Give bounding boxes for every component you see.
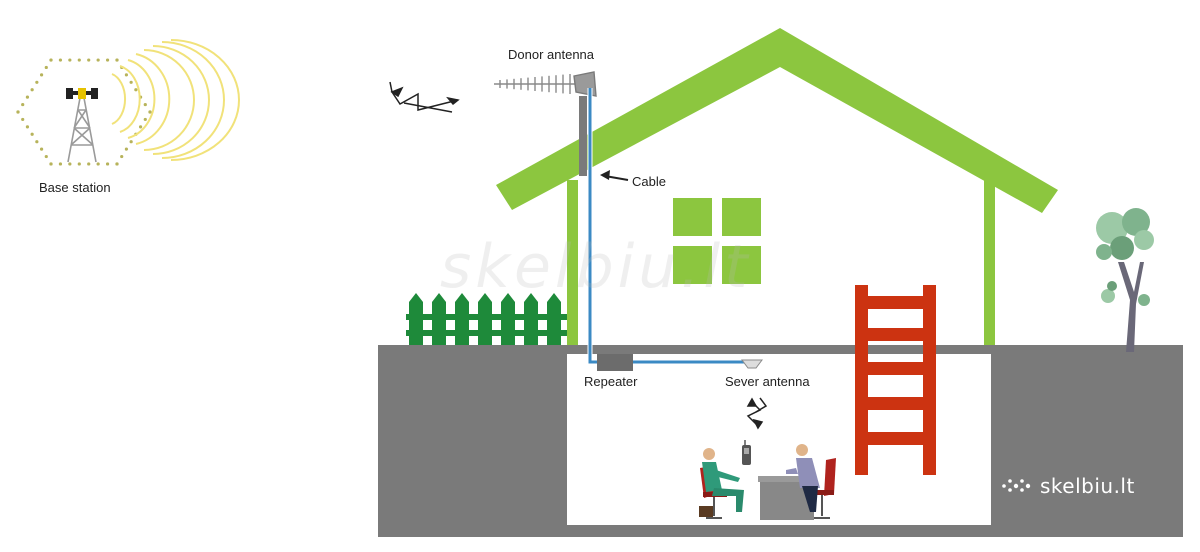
house-wall-right — [984, 180, 995, 345]
server-antenna-icon — [741, 359, 763, 369]
house — [496, 28, 1058, 345]
fence-picket — [409, 293, 423, 345]
donor-antenna-label: Donor antenna — [508, 47, 595, 62]
fence-picket — [455, 293, 469, 345]
fence-picket — [547, 293, 561, 345]
house-window — [673, 198, 761, 284]
base-station-label: Base station — [39, 180, 111, 195]
fence-picket — [478, 293, 492, 345]
corner-watermark: skelbiu.lt — [1040, 474, 1135, 498]
signal-waves-icon — [111, 39, 240, 161]
repeater-label: Repeater — [584, 374, 638, 389]
indoor-signal-icon — [746, 397, 768, 430]
house-roof — [496, 28, 1058, 213]
repeater-box — [597, 354, 633, 371]
fence — [406, 293, 572, 345]
meeting-scene — [699, 444, 836, 520]
donor-antenna-icon — [494, 71, 597, 97]
house-wall-left — [567, 180, 578, 345]
tower-icon — [66, 88, 98, 163]
mobile-phone-icon — [742, 440, 751, 465]
cable — [579, 88, 748, 365]
wireless-link-icon — [389, 81, 460, 113]
cable-label: Cable — [632, 174, 666, 189]
fence-picket — [501, 293, 515, 345]
ladder — [855, 285, 936, 475]
fence-picket — [524, 293, 538, 345]
base-station — [16, 39, 240, 166]
fence-picket — [432, 293, 446, 345]
tree — [1096, 208, 1154, 352]
server-antenna-label: Sever antenna — [725, 374, 810, 389]
skelbiu-logo-icon — [1002, 479, 1031, 492]
center-watermark: skelbiu.lt — [440, 232, 752, 302]
cable-arrow-icon — [600, 170, 629, 181]
